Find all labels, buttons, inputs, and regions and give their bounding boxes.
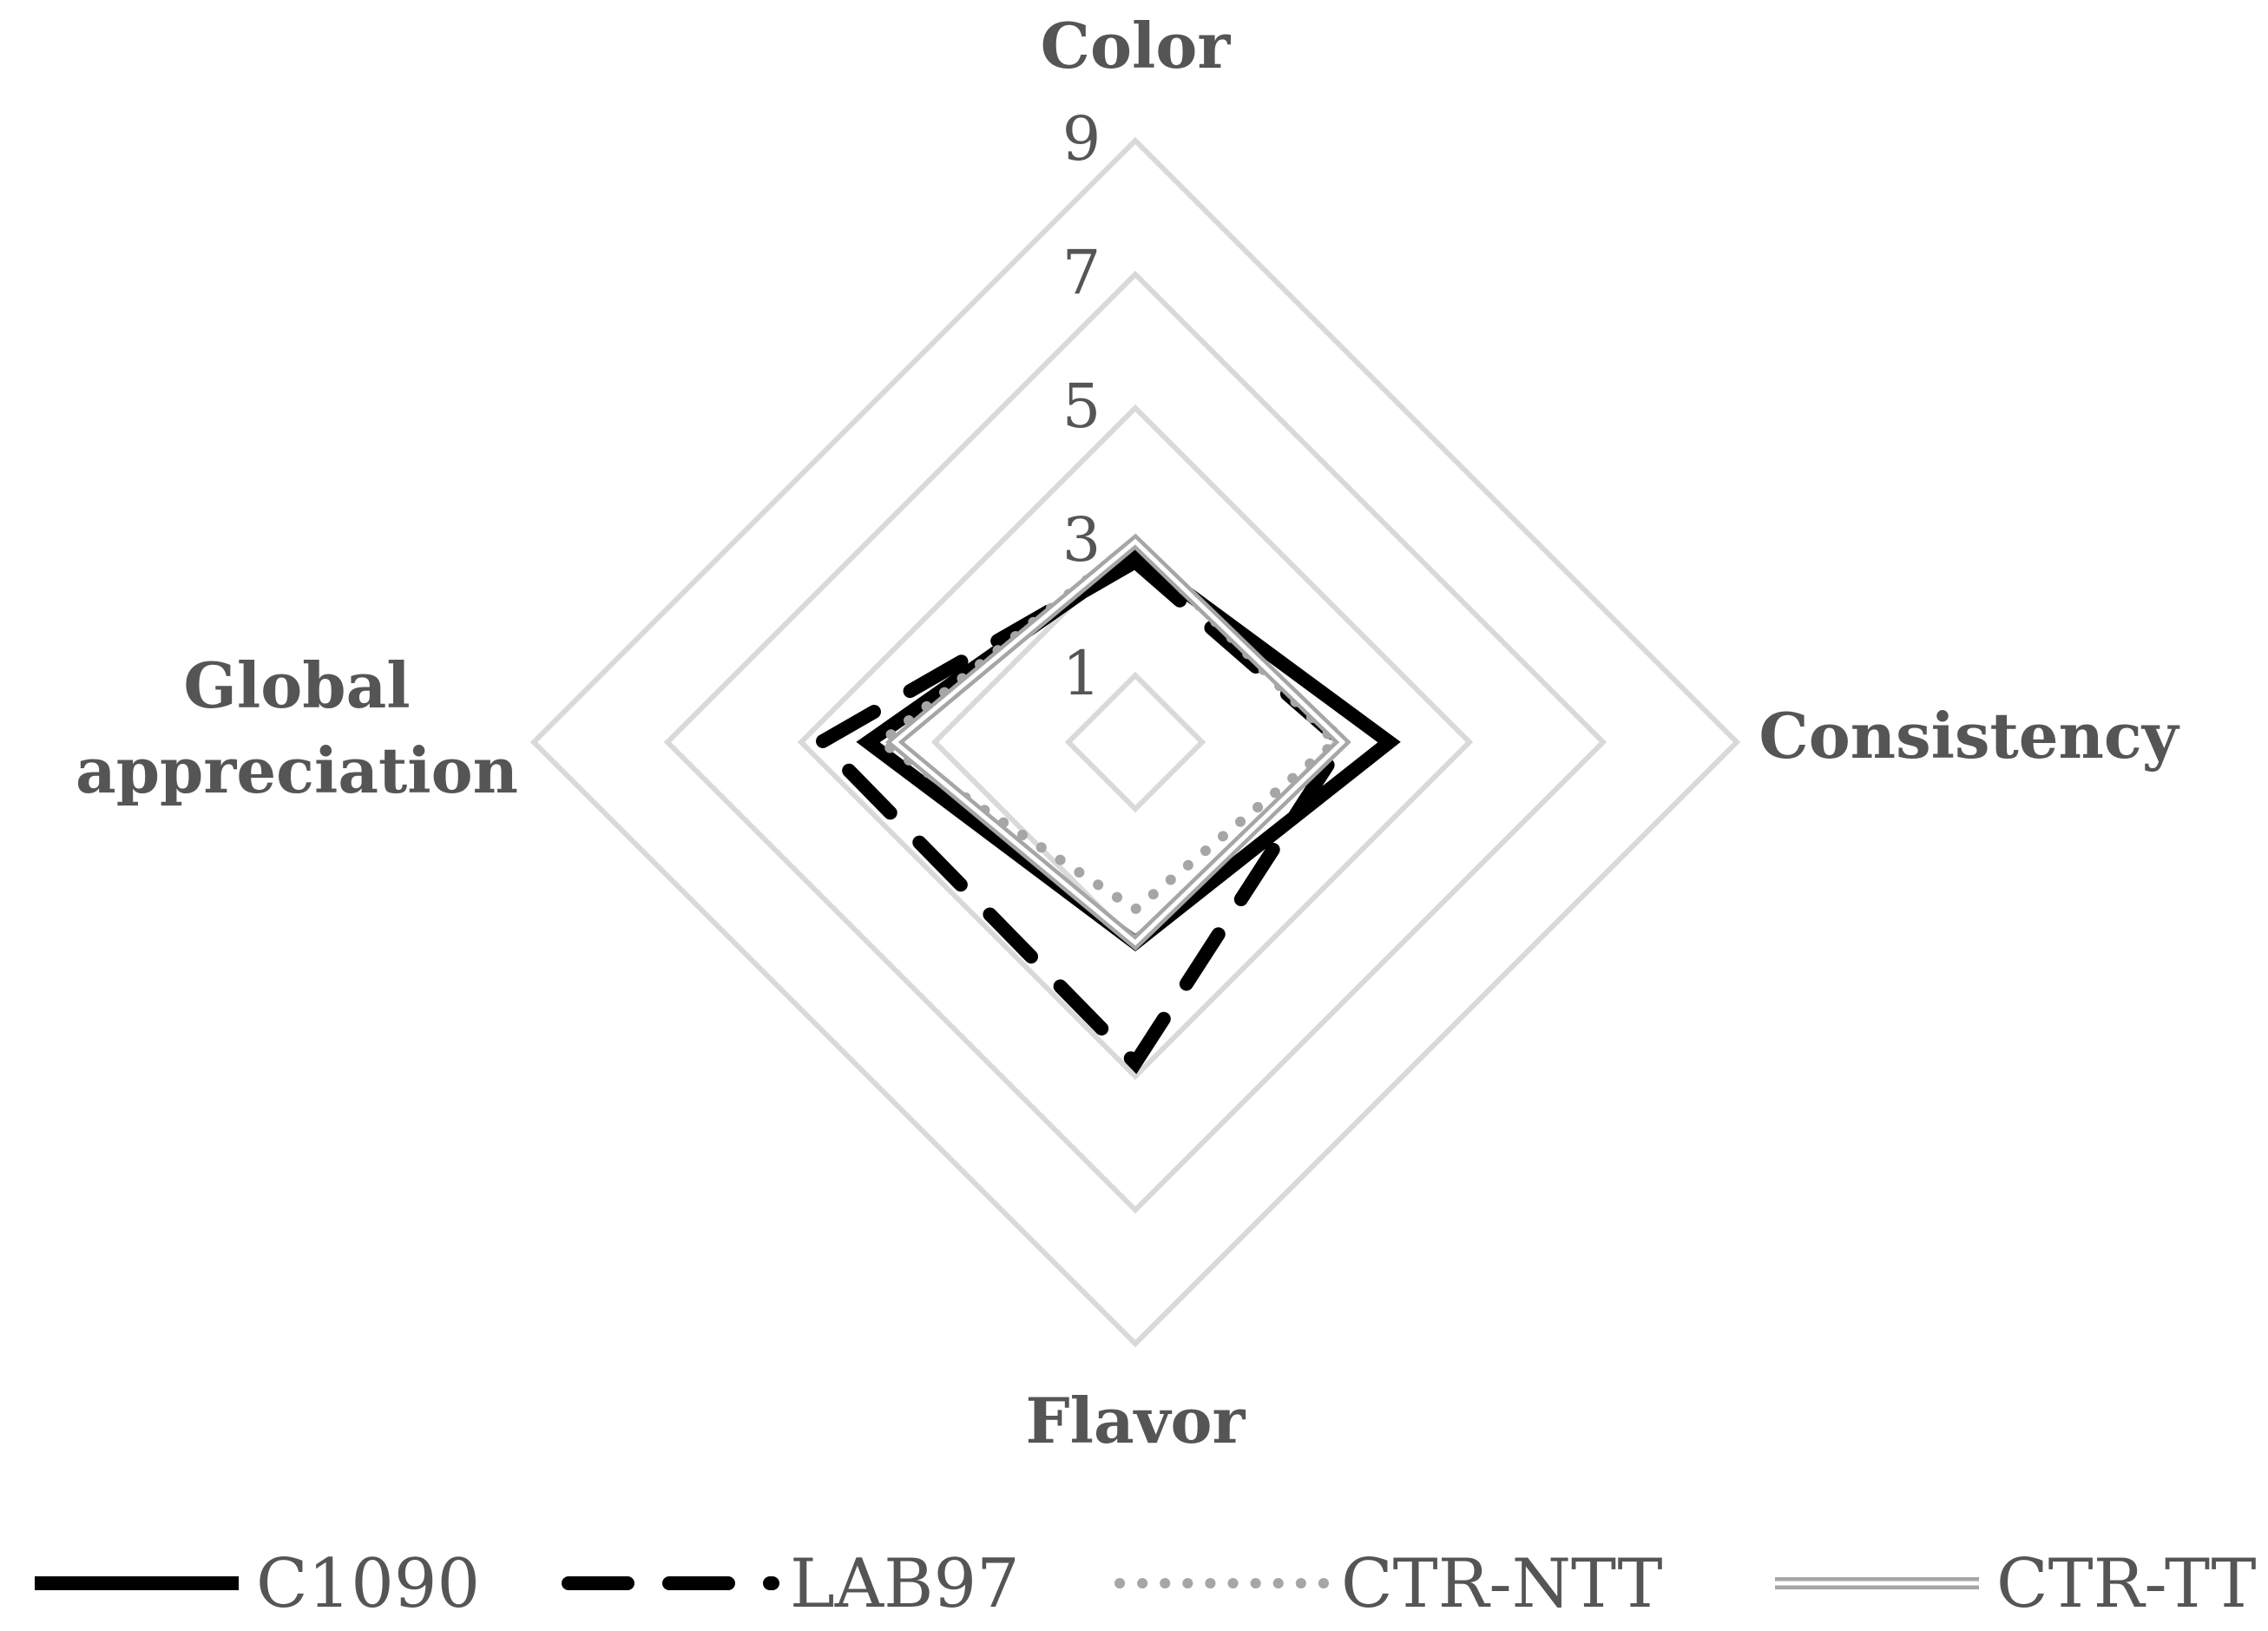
grid-ring-5 <box>797 404 1474 1081</box>
legend-label-c1090: C1090 <box>256 1545 480 1623</box>
grid-ring-7 <box>663 270 1607 1214</box>
radar-series <box>810 533 1401 1075</box>
axis-label-line: Flavor <box>1026 1384 1246 1457</box>
grid-ring-1 <box>1064 671 1206 813</box>
radar-tick-labels: 1 3 5 7 9 <box>1062 103 1101 709</box>
tick-label-7: 7 <box>1062 237 1101 308</box>
tick-label-3: 3 <box>1062 504 1101 575</box>
axis-label-consistency: Consistency <box>1759 699 2179 773</box>
axis-label-flavor: Flavor <box>1026 1384 1246 1457</box>
axis-label-line: Color <box>1041 9 1232 82</box>
grid-ring-3 <box>930 537 1340 947</box>
legend-item-c1090: C1090 <box>35 1545 480 1623</box>
legend-label-lab97: LAB97 <box>790 1545 1020 1623</box>
series-line-ctr-tt <box>884 533 1351 951</box>
legend-item-ctr-tt: CTR-TT <box>1775 1545 2257 1623</box>
legend-item-lab97: LAB97 <box>562 1545 1020 1623</box>
tick-label-5: 5 <box>1062 371 1101 442</box>
grid-ring-9 <box>529 136 1741 1348</box>
legend-label-ctr-tt: CTR-TT <box>1996 1545 2257 1623</box>
tick-label-9: 9 <box>1062 103 1101 174</box>
axis-label-color: Color <box>1041 9 1232 82</box>
series-line-ctr-tt-inner <box>891 538 1346 946</box>
legend-item-ctr-ntt: CTR-NTT <box>1114 1545 1663 1623</box>
axis-label-global-appreciation: Global appreciation <box>76 648 518 807</box>
axis-label-line: appreciation <box>76 733 518 807</box>
axis-label-line: Global <box>183 648 410 722</box>
series-line-lab97 <box>810 553 1352 1075</box>
axis-label-line: Consistency <box>1759 699 2179 773</box>
radar-grid <box>529 136 1741 1348</box>
legend-label-ctr-ntt: CTR-NTT <box>1341 1545 1663 1623</box>
tick-label-1: 1 <box>1062 638 1101 709</box>
chart-legend: C1090 LAB97 CTR-NTT CTR-TT <box>35 1545 2257 1623</box>
